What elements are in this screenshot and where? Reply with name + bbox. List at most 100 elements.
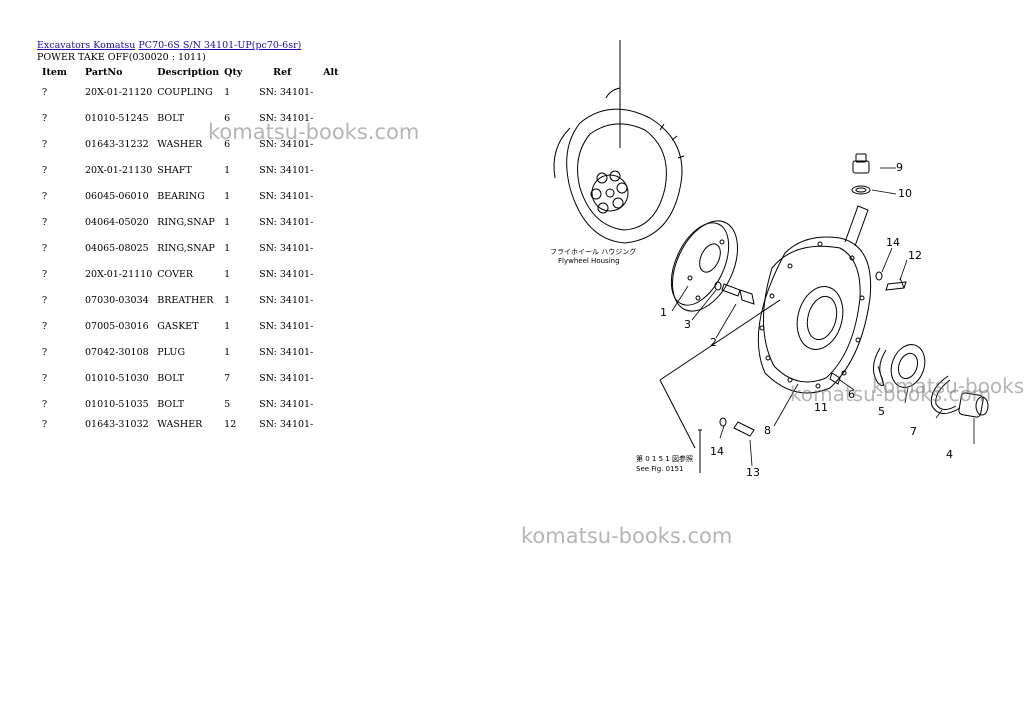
cell-qty: 6 xyxy=(224,138,231,150)
callout-14a: 14 xyxy=(886,236,900,249)
cell-alt xyxy=(318,391,343,417)
cell-item: ? xyxy=(42,320,48,332)
breadcrumb-link-category[interactable]: Excavators Komatsu xyxy=(37,40,136,51)
callout-1: 1 xyxy=(660,306,667,319)
cell-alt xyxy=(318,183,343,209)
cell-partno: 20X-01-21110 xyxy=(85,268,153,280)
cell-item: ? xyxy=(42,138,48,150)
callout-8: 8 xyxy=(764,424,771,437)
cell-alt xyxy=(318,287,343,313)
cell-ref: SN: 34101- xyxy=(259,216,314,228)
bearing-shaft-drawing xyxy=(873,344,989,418)
cell-description: BOLT xyxy=(157,398,185,410)
cell-ref: SN: 34101- xyxy=(259,242,314,254)
cell-item: ? xyxy=(42,164,48,176)
plug-bolt-drawing xyxy=(659,271,907,473)
see-fig-label: See Fig. 0151 xyxy=(636,465,683,473)
callout-9: 9 xyxy=(896,161,903,174)
cell-description: BEARING xyxy=(157,190,205,202)
cell-item: ? xyxy=(42,372,48,384)
cell-alt xyxy=(318,365,343,391)
cell-description: GASKET xyxy=(157,320,199,332)
cell-alt xyxy=(318,417,343,431)
cell-qty: 6 xyxy=(224,112,231,124)
column-header-alt: Alt xyxy=(323,67,339,78)
table-row: ? 07030-03034 BREATHER 1 SN: 34101- xyxy=(37,287,343,313)
cell-qty: 1 xyxy=(224,86,231,98)
cell-qty: 5 xyxy=(224,398,231,410)
cell-qty: 1 xyxy=(224,190,231,202)
cell-qty: 1 xyxy=(224,268,231,280)
cell-description: WASHER xyxy=(157,138,203,150)
bolt-washer-drawing xyxy=(714,281,755,305)
callout-12: 12 xyxy=(908,249,922,262)
cell-ref: SN: 34101- xyxy=(259,418,314,430)
column-header-item: Item xyxy=(42,67,67,78)
cell-qty: 1 xyxy=(224,294,231,306)
cell-description: PLUG xyxy=(157,346,186,358)
cell-ref: SN: 34101- xyxy=(259,138,314,150)
cell-item: ? xyxy=(42,398,48,410)
diagram-notes: フライホイール ハウジング Flywheel Housing 第 0 1 5 1… xyxy=(550,247,693,473)
parts-table: Item PartNo Description Qty Ref Alt ?20X… xyxy=(37,66,343,431)
coupling-drawing xyxy=(670,220,738,312)
cell-alt xyxy=(318,209,343,235)
cell-alt xyxy=(318,313,343,339)
see-fig-label-jp: 第 0 1 5 1 図参照 xyxy=(636,454,693,463)
breadcrumb-link-model[interactable]: PC70-6S S/N 34101-UP(pc70-6sr) xyxy=(138,40,302,51)
cell-alt xyxy=(318,339,343,365)
cell-alt xyxy=(318,261,343,287)
cell-partno: 07030-03034 xyxy=(85,294,149,306)
cell-partno: 20X-01-21120 xyxy=(85,86,153,98)
cell-partno: 06045-06010 xyxy=(85,190,149,202)
column-header-description: Description xyxy=(157,67,220,78)
table-header-row: Item PartNo Description Qty Ref Alt xyxy=(37,66,343,79)
cell-description: BOLT xyxy=(157,372,185,384)
cell-description: BOLT xyxy=(157,112,185,124)
cell-description: RING,SNAP xyxy=(157,242,215,254)
cell-ref: SN: 34101- xyxy=(259,268,314,280)
cell-partno: 07042-30108 xyxy=(85,346,149,358)
cell-description: BREATHER xyxy=(157,294,214,306)
cell-item: ? xyxy=(42,418,48,430)
section-title: POWER TAKE OFF(030020 : 1011) xyxy=(37,52,206,63)
cell-partno: 04064-05020 xyxy=(85,216,149,228)
callout-4: 4 xyxy=(946,448,953,461)
cell-description: SHAFT xyxy=(157,164,192,176)
cell-item: ? xyxy=(42,86,48,98)
callout-6: 6 xyxy=(848,388,855,401)
flywheel-housing-label: Flywheel Housing xyxy=(558,257,620,265)
cell-item: ? xyxy=(42,242,48,254)
callout-11: 11 xyxy=(814,401,828,414)
cell-ref: SN: 34101- xyxy=(259,190,314,202)
cell-ref: SN: 34101- xyxy=(259,294,314,306)
cell-item: ? xyxy=(42,294,48,306)
cell-alt xyxy=(318,235,343,261)
cell-ref: SN: 34101- xyxy=(259,112,314,124)
breather-gasket-drawing xyxy=(851,153,871,195)
cell-description: RING,SNAP xyxy=(157,216,215,228)
leader-lines xyxy=(671,167,975,467)
cell-item: ? xyxy=(42,268,48,280)
cell-qty: 7 xyxy=(224,372,231,384)
callout-2: 2 xyxy=(710,336,717,349)
cell-ref: SN: 34101- xyxy=(259,346,314,358)
watermark: komatsu-books.com xyxy=(521,524,733,548)
cell-description: COVER xyxy=(157,268,194,280)
cell-ref: SN: 34101- xyxy=(259,164,314,176)
cell-item: ? xyxy=(42,190,48,202)
column-header-qty: Qty xyxy=(224,67,243,78)
cell-item: ? xyxy=(42,112,48,124)
cell-alt xyxy=(318,131,343,157)
cover-drawing xyxy=(757,205,872,394)
cell-qty: 1 xyxy=(224,216,231,228)
callout-5: 5 xyxy=(878,405,885,418)
cell-partno: 07005-03016 xyxy=(85,320,149,332)
cell-partno: 01010-51030 xyxy=(85,372,149,384)
